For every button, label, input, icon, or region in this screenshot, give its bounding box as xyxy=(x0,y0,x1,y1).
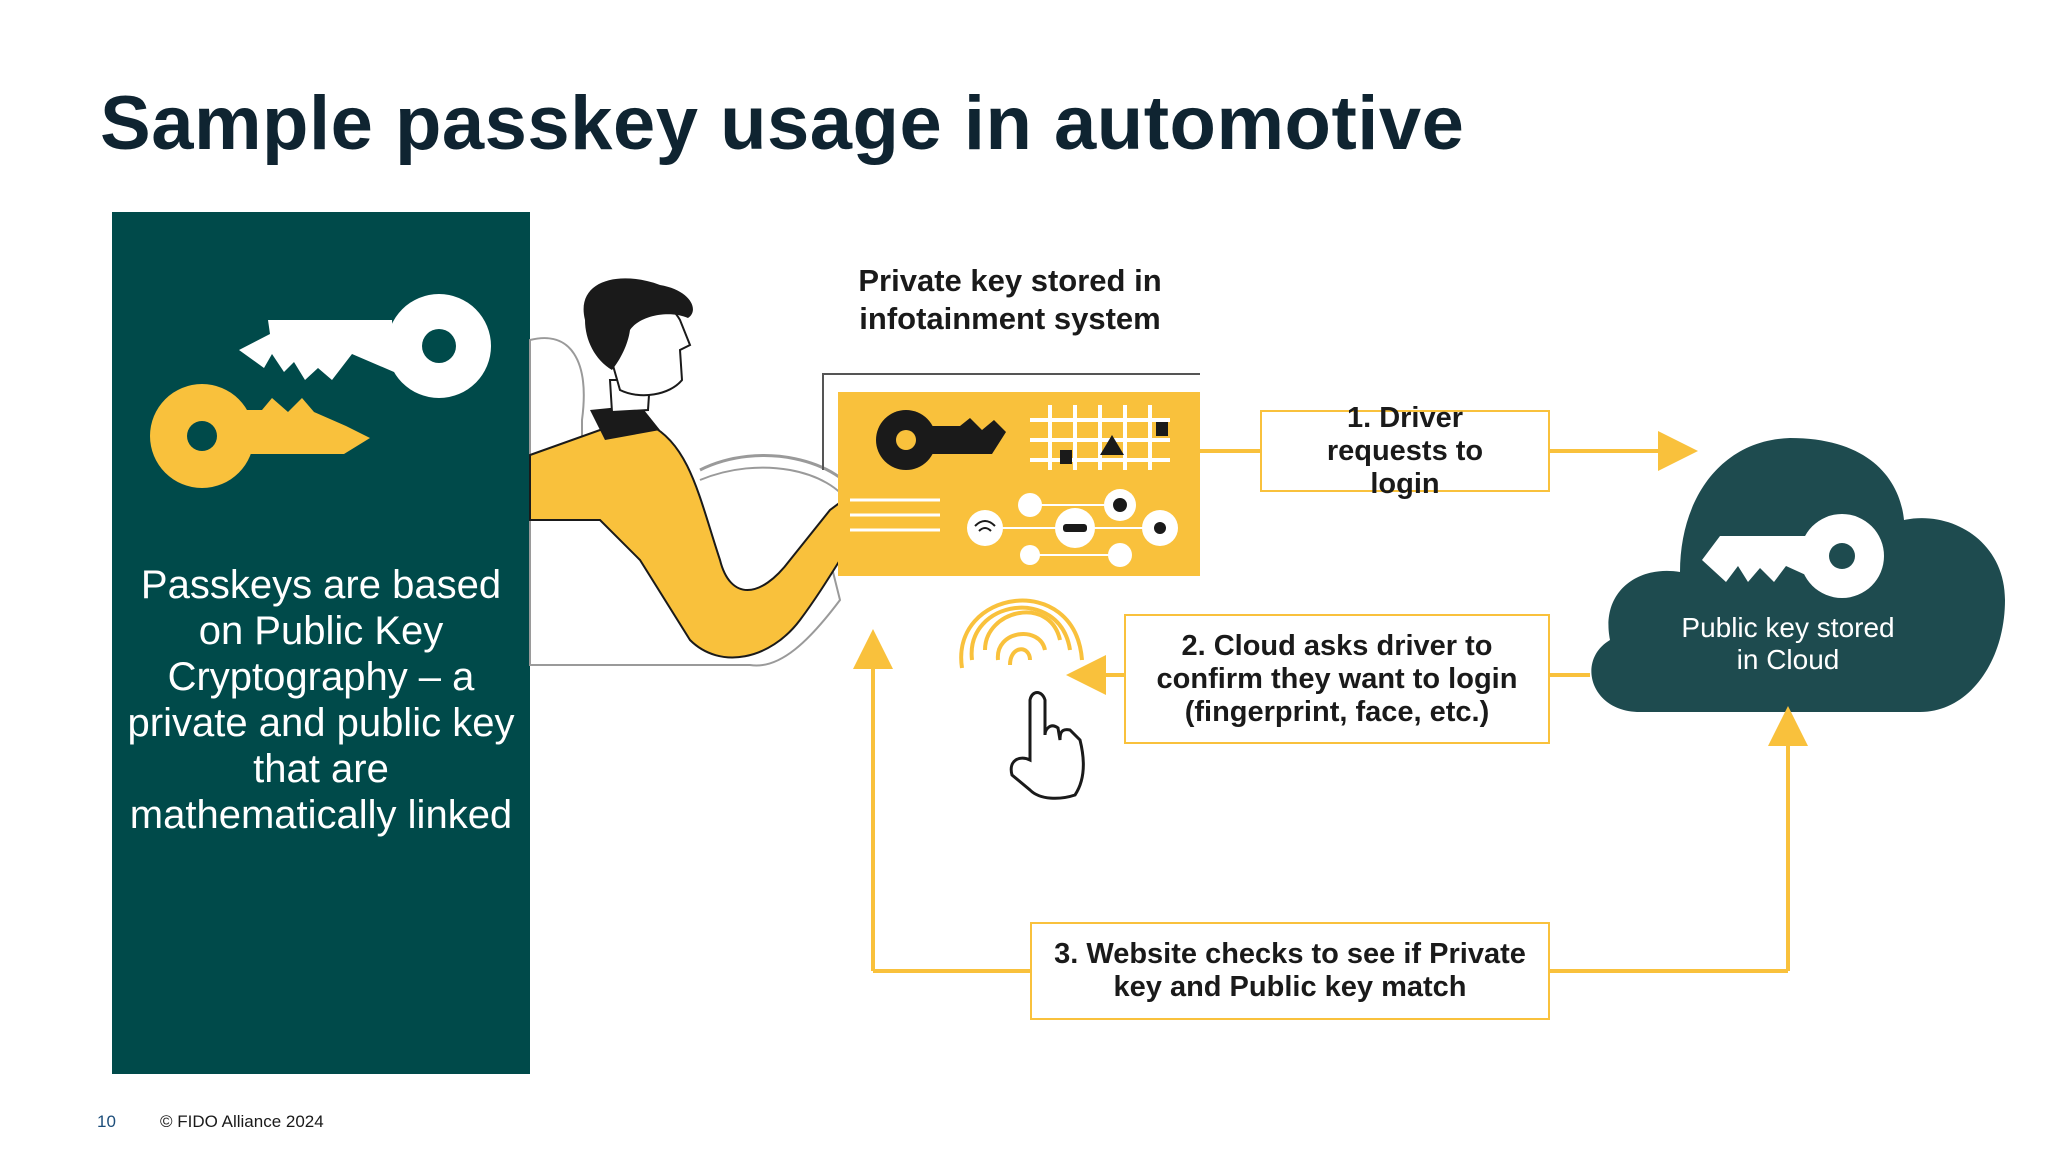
step3-box: 3. Website checks to see if Private key … xyxy=(1030,922,1550,1020)
yellow-key-icon xyxy=(150,384,370,488)
step1-box: 1. Driver requests to login xyxy=(1260,402,1550,500)
page-number: 10 xyxy=(97,1112,116,1131)
connector-lines xyxy=(853,431,1808,973)
step2-box: 2. Cloud asks driver to confirm they wan… xyxy=(1124,614,1550,744)
cloud-key-icon xyxy=(1702,514,1884,598)
private-key-label: Private key stored in infotainment syste… xyxy=(858,263,1162,336)
fingerprint-icon xyxy=(959,598,1084,669)
infotainment-screen xyxy=(822,373,1200,576)
touch-hand-icon xyxy=(1009,691,1085,800)
page-title: Sample passkey usage in automotive xyxy=(100,81,1465,166)
map-icon xyxy=(1030,405,1170,470)
step3-text: 3. Website checks to see if Private key … xyxy=(1054,938,1526,1003)
copyright-text: © FIDO Alliance 2024 xyxy=(160,1112,324,1131)
left-info-panel: Passkeys are based on Public Key Cryptog… xyxy=(112,212,530,1074)
keys-illustration xyxy=(150,294,491,488)
white-key-icon xyxy=(239,294,491,398)
step2-text: 2. Cloud asks driver to confirm they wan… xyxy=(1156,629,1518,728)
panel-description: Passkeys are based on Public Key Cryptog… xyxy=(127,563,515,837)
screen-key-icon xyxy=(876,410,1006,470)
step1-text: 1. Driver requests to login xyxy=(1326,401,1484,500)
connectivity-icons xyxy=(967,489,1178,567)
cloud-label: Public key stored in Cloud xyxy=(1681,612,1895,675)
cloud-shape xyxy=(1591,438,2005,712)
menu-lines-icon xyxy=(850,498,940,532)
